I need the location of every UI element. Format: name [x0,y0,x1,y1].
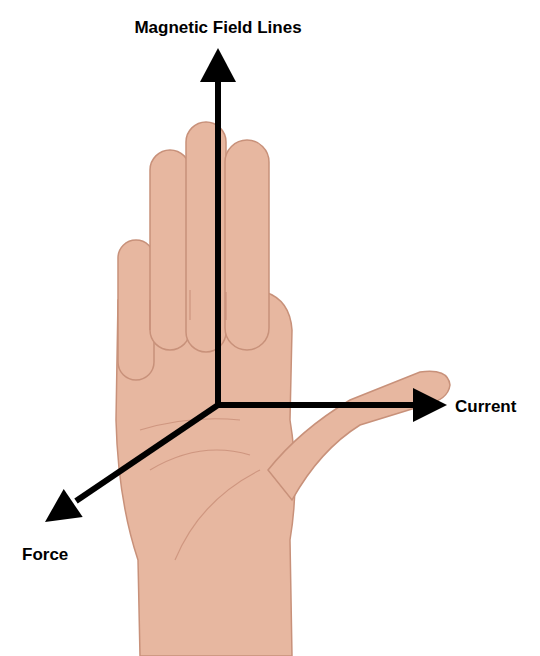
force-arrow-line [76,405,218,501]
axis-label: Current [455,397,516,417]
finger [225,140,269,350]
axis-label: Force [22,545,68,565]
field-arrow-line [215,78,221,405]
axis-label: Magnetic Field Lines [134,18,301,38]
current-arrow-line [215,402,416,408]
current-arrowhead [413,388,447,422]
thumb [268,371,450,500]
finger [150,150,190,350]
force-arrowhead [45,489,83,522]
finger [118,240,154,380]
hand [116,122,450,656]
hand-creases [140,290,260,560]
axis-arrows [45,48,447,522]
field-arrowhead [200,48,236,82]
